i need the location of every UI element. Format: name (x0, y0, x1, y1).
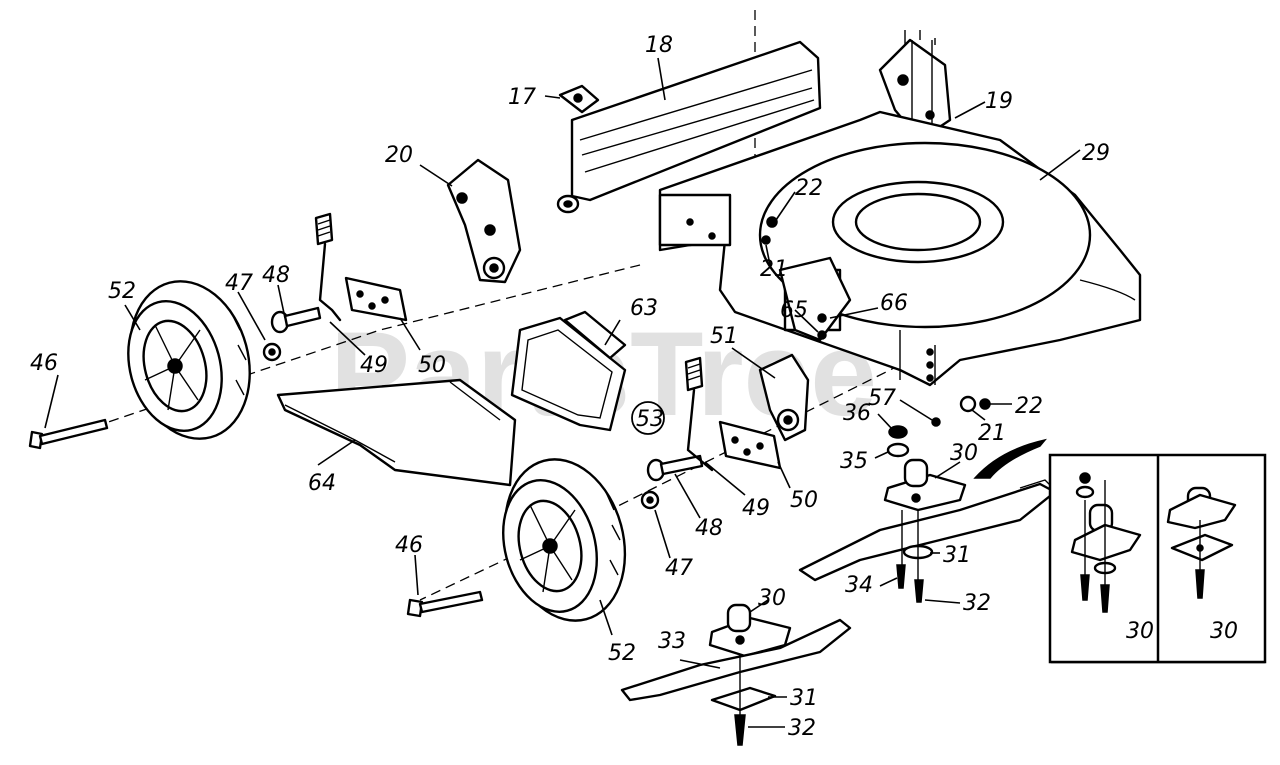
callout-17: 17 (508, 85, 536, 110)
part-20-height-bracket (446, 158, 522, 284)
callout-inset-30-right: 30 (1210, 619, 1238, 644)
callout-64: 64 (308, 471, 336, 496)
callout-46-front: 46 (395, 533, 423, 558)
callout-51: 51 (710, 324, 738, 349)
part-18-rear-shield (556, 40, 822, 214)
part-64-discharge-chute (276, 378, 517, 487)
callout-31-bottom: 31 (790, 686, 818, 711)
callout-50-front: 50 (790, 488, 818, 513)
part-30-adapter-right (883, 458, 967, 512)
callout-52-front: 52 (608, 641, 636, 666)
part-48-bolt-rear (270, 306, 322, 334)
callout-34: 34 (845, 573, 873, 598)
callout-22-right: 22 (1015, 394, 1043, 419)
callout-49-rear: 49 (360, 353, 388, 378)
callout-48-front: 48 (695, 516, 723, 541)
callout-52-rear: 52 (108, 279, 136, 304)
callout-48-rear: 48 (262, 263, 290, 288)
callout-22-top: 22 (795, 176, 823, 201)
part-47-spacer-rear-hole (268, 348, 276, 356)
callout-50-rear: 50 (418, 353, 446, 378)
callout-18: 18 (645, 33, 673, 58)
part-22-nut-top (766, 216, 778, 228)
callout-32-bottom: 32 (788, 716, 816, 741)
callout-32-right: 32 (963, 591, 991, 616)
part-49-height-lever-rear (314, 212, 342, 322)
callout-47-front: 47 (665, 556, 693, 581)
callout-33: 33 (658, 629, 686, 654)
inset-right-adapter (1166, 486, 1237, 599)
part-32-bolt-bottom (734, 714, 746, 746)
callout-53: 53 (636, 407, 664, 432)
part-34-bolt-right (896, 564, 906, 589)
callout-36: 36 (843, 401, 871, 426)
part-48-bolt-front (646, 454, 704, 482)
part-21-washer-top (761, 235, 771, 245)
callout-46-rear: 46 (30, 351, 58, 376)
callout-20: 20 (385, 143, 413, 168)
part-49-height-lever-front (684, 356, 714, 472)
callout-30-right: 30 (950, 441, 978, 466)
part-50-plate-rear (344, 276, 408, 322)
callout-53-circle (631, 401, 665, 435)
part-29-mower-deck (658, 110, 1142, 387)
part-47-spacer-front-hole (646, 496, 654, 504)
callout-66: 66 (880, 291, 908, 316)
inset-left-adapter (1070, 472, 1142, 613)
part-63-rear-chute (510, 310, 627, 432)
part-17-bracket (558, 84, 600, 114)
callout-35: 35 (840, 449, 868, 474)
leader-lines (44, 57, 1081, 728)
callout-29: 29 (1082, 141, 1110, 166)
part-52-rear-wheel (127, 280, 251, 440)
part-32-bolt-right (914, 579, 924, 603)
part-31-washer-bottom (710, 686, 777, 712)
callout-21-right: 21 (978, 421, 1006, 446)
part-22-nut-right (979, 398, 991, 410)
part-35-washer (886, 442, 910, 458)
part-36-nut (888, 425, 908, 439)
callout-31-right: 31 (943, 543, 971, 568)
rotation-arrow (973, 438, 1047, 479)
part-65-screw (817, 330, 827, 340)
callouts: 17 18 19 20 22 21 29 52 47 48 49 50 46 6… (30, 33, 1238, 741)
part-21-washer-right (959, 395, 977, 413)
part-52-front-wheel (502, 458, 627, 622)
callout-47-rear: 47 (225, 271, 253, 296)
part-57-screw (931, 417, 941, 427)
callout-inset-30-left: 30 (1126, 619, 1154, 644)
callout-57: 57 (868, 386, 896, 411)
callout-49-front: 49 (742, 496, 770, 521)
callout-30-bottom: 30 (758, 586, 786, 611)
callout-19: 19 (985, 89, 1013, 114)
part-46-axle-bolt-rear (28, 418, 109, 450)
callout-63: 63 (630, 296, 658, 321)
part-66-rivet (817, 313, 827, 323)
callout-21-top: 21 (760, 257, 788, 282)
part-65-66-deflector (778, 256, 852, 342)
part-46-axle-bolt-front (406, 590, 484, 618)
callout-65: 65 (780, 298, 808, 323)
